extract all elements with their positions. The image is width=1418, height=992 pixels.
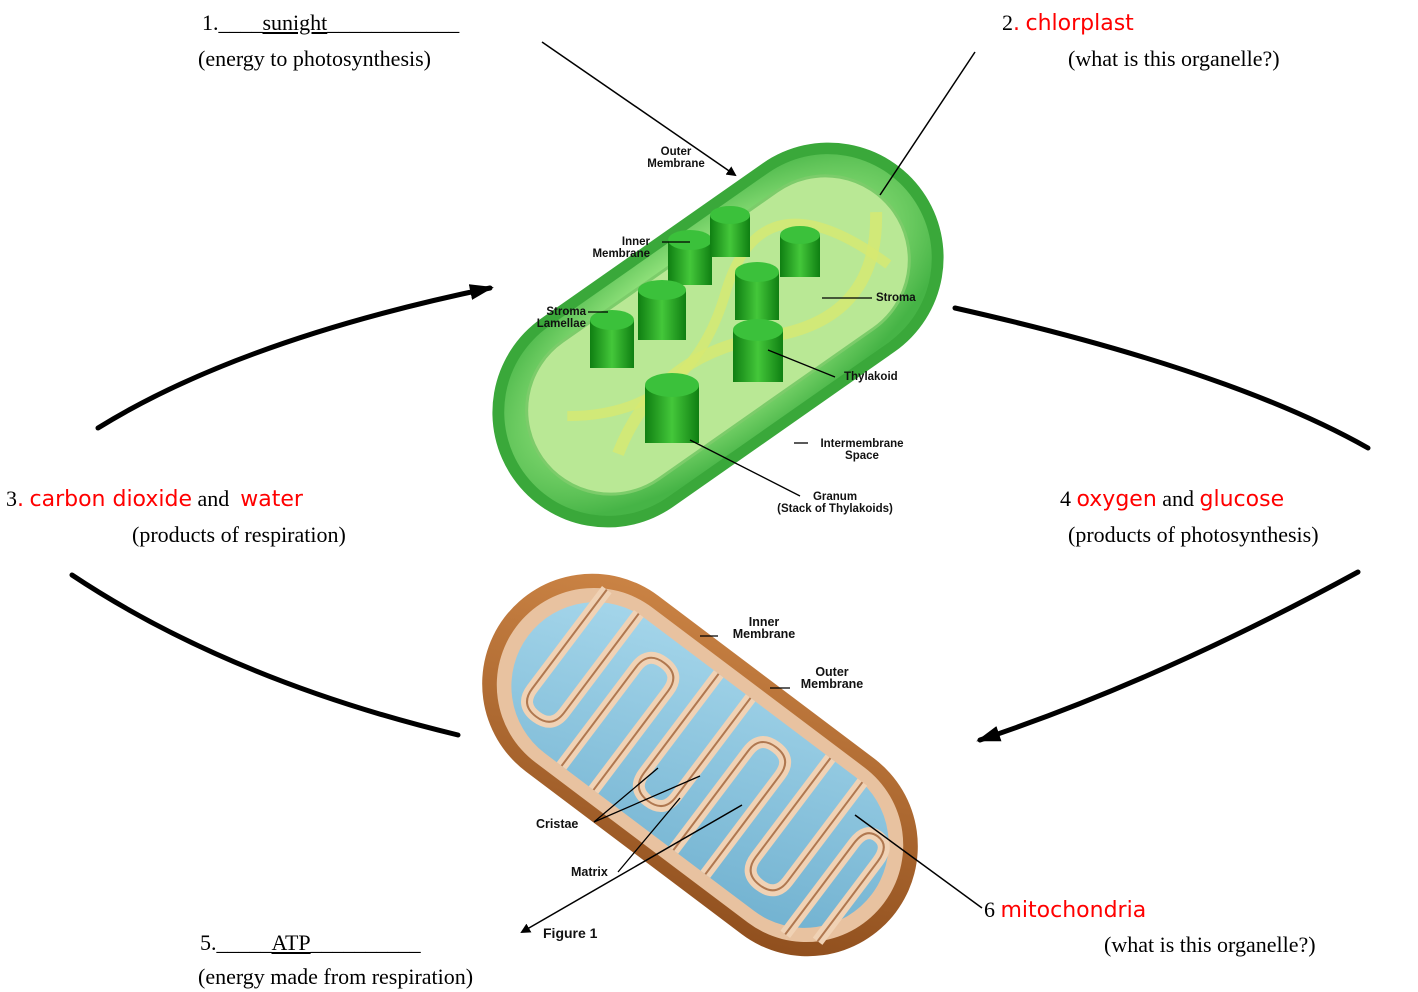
mitochondrion-to-products-curve	[72, 575, 458, 735]
q2-number: 2	[1002, 10, 1013, 35]
q3-and: and	[197, 486, 229, 511]
q4-answer-a: oxygen	[1077, 487, 1157, 512]
label-matrix: Matrix	[571, 866, 608, 878]
q2-dot: .	[1013, 11, 1020, 36]
label-outer-membrane-chloroplast: Outer Membrane	[636, 146, 716, 170]
mitochondrion-illustration	[438, 530, 962, 992]
chloroplast-to-products-curve	[955, 308, 1368, 448]
q1-answer: sunight	[263, 10, 328, 35]
q3-dot: .	[17, 487, 24, 512]
q6-line: 6 mitochondria	[984, 897, 1146, 924]
q3-line: 3. carbon dioxide and water	[6, 486, 303, 513]
label-granum-subtitle: (Stack of Thylakoids)	[772, 503, 898, 515]
label-granum-title: Granum	[772, 491, 898, 503]
q6-number: 6	[984, 897, 995, 922]
products-to-mitochondrion-arrow	[980, 572, 1358, 740]
q5-answer: ATP	[272, 930, 311, 955]
chloroplast-illustration	[447, 97, 988, 572]
q1-blank-pre: ____	[219, 10, 263, 35]
figure-caption: Figure 1	[543, 927, 597, 939]
label-inner-membrane-mito: Inner Membrane	[716, 616, 812, 640]
q5-hint: (energy made from respiration)	[198, 964, 473, 990]
q2-answer: chlorplast	[1026, 11, 1134, 36]
q4-hint: (products of photosynthesis)	[1068, 522, 1319, 548]
q3-answer-a: carbon dioxide	[30, 487, 192, 512]
q4-and: and	[1162, 486, 1194, 511]
q6-hint: (what is this organelle?)	[1104, 932, 1316, 958]
q2-line: 2. chlorplast	[1002, 10, 1134, 37]
q4-line: 4 oxygen and glucose	[1060, 486, 1284, 513]
q5-blank-post: __________	[311, 930, 421, 955]
q1-blank-post: ____________	[327, 10, 459, 35]
q1-hint: (energy to photosynthesis)	[198, 46, 431, 72]
q2-hint: (what is this organelle?)	[1068, 46, 1280, 72]
label-stroma-lamellae: Stroma Lamellae	[520, 306, 586, 330]
q2-pointer-line	[880, 52, 975, 195]
q3-hint: (products of respiration)	[132, 522, 346, 548]
label-intermembrane-space: Intermembrane Space	[806, 438, 918, 462]
q6-answer: mitochondria	[1001, 898, 1147, 923]
label-outer-membrane-mito: Outer Membrane	[786, 666, 878, 690]
q5-line: 5._____ATP__________	[200, 930, 421, 956]
q5-blank-pre: _____	[217, 930, 272, 955]
label-inner-membrane-chloroplast: Inner Membrane	[568, 236, 650, 260]
label-granum: Granum (Stack of Thylakoids)	[772, 491, 898, 515]
q5-number: 5.	[200, 930, 217, 955]
respiration-to-chloroplast-arrow	[98, 288, 490, 428]
label-cristae: Cristae	[536, 818, 578, 830]
q4-number: 4	[1060, 486, 1071, 511]
q3-answer-b: water	[240, 487, 303, 512]
label-stroma: Stroma	[876, 292, 916, 304]
label-thylakoid: Thylakoid	[844, 371, 898, 383]
q1-number: 1.	[202, 10, 219, 35]
q3-number: 3	[6, 486, 17, 511]
q1-line: 1.____sunight____________	[202, 10, 459, 36]
q4-answer-b: glucose	[1200, 487, 1285, 512]
